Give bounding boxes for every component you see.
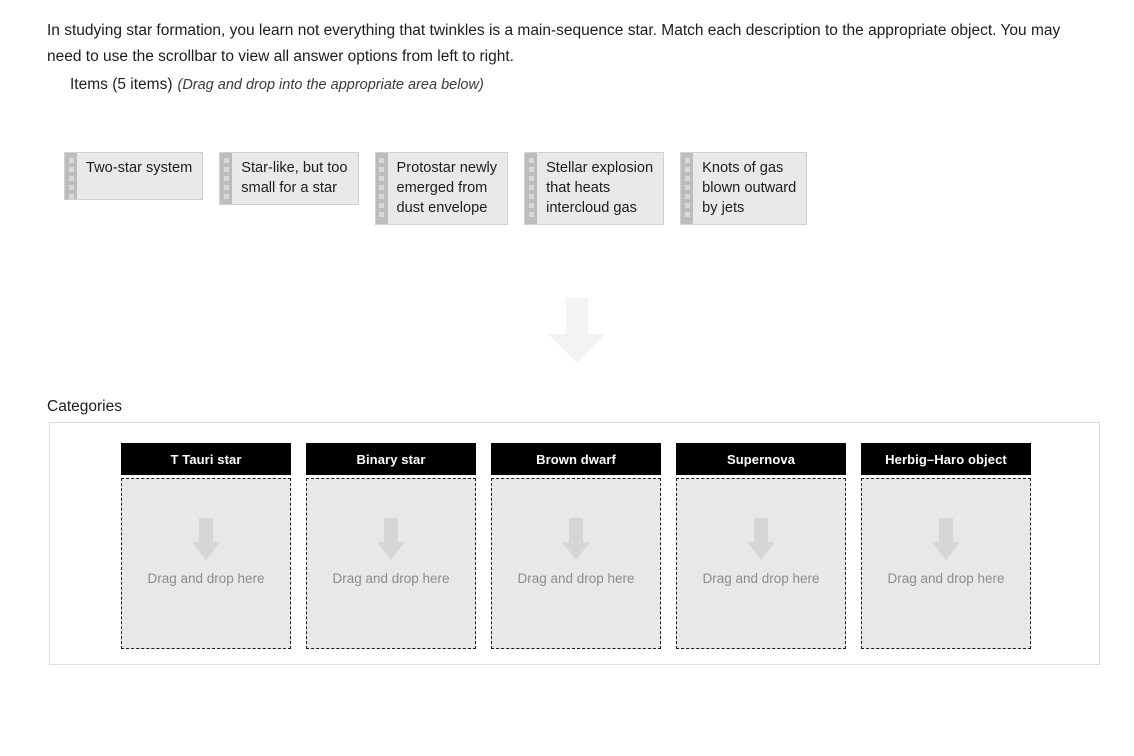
down-arrow-icon <box>548 298 606 363</box>
items-header: Items (5 items)(Drag and drop into the a… <box>70 74 484 96</box>
category-title: Herbig–Haro object <box>861 443 1031 475</box>
dropzone[interactable]: Drag and drop here <box>306 478 476 649</box>
drag-item-label: Stellar explosion that heats intercloud … <box>546 160 654 216</box>
category-row: T Tauri star Drag and drop here Binary s… <box>121 443 1031 649</box>
drag-item-label: Protostar newly emerged from dust envelo… <box>396 160 498 216</box>
drag-handle-icon[interactable] <box>681 153 694 224</box>
question-prompt: In studying star formation, you learn no… <box>47 22 1061 65</box>
dropzone-placeholder: Drag and drop here <box>887 571 1005 586</box>
down-arrow-icon <box>741 518 781 560</box>
drag-item[interactable]: Knots of gas blown outward by jets <box>680 152 808 225</box>
drag-item[interactable]: Two-star system <box>64 152 204 200</box>
categories-label: Categories <box>47 398 122 415</box>
category-column-supernova: Supernova Drag and drop here <box>676 443 846 649</box>
drag-item-label: Two-star system <box>86 160 193 176</box>
down-arrow-icon <box>556 518 596 560</box>
down-arrow-icon <box>371 518 411 560</box>
category-column-herbig-haro-object: Herbig–Haro object Drag and drop here <box>861 443 1031 649</box>
drag-handle-icon[interactable] <box>65 153 77 199</box>
category-column-t-tauri-star: T Tauri star Drag and drop here <box>121 443 291 649</box>
dropzone[interactable]: Drag and drop here <box>121 478 291 649</box>
drag-handle-icon[interactable] <box>525 153 538 224</box>
category-column-brown-dwarf: Brown dwarf Drag and drop here <box>491 443 661 649</box>
dropzone[interactable]: Drag and drop here <box>676 478 846 649</box>
category-title: T Tauri star <box>121 443 291 475</box>
categories-container: T Tauri star Drag and drop here Binary s… <box>49 422 1100 665</box>
dropzone-placeholder: Drag and drop here <box>332 571 450 586</box>
drag-handle-icon[interactable] <box>220 153 233 204</box>
dropzone[interactable]: Drag and drop here <box>491 478 661 649</box>
drag-item-label: Knots of gas blown outward by jets <box>702 160 797 216</box>
category-column-binary-star: Binary star Drag and drop here <box>306 443 476 649</box>
drag-item[interactable]: Star-like, but too small for a star <box>219 152 359 205</box>
drag-handle-icon[interactable] <box>375 153 388 224</box>
dropzone-placeholder: Drag and drop here <box>147 571 265 586</box>
drag-item[interactable]: Stellar explosion that heats intercloud … <box>524 152 665 225</box>
dropzone[interactable]: Drag and drop here <box>861 478 1031 649</box>
dropzone-placeholder: Drag and drop here <box>702 571 820 586</box>
category-title: Binary star <box>306 443 476 475</box>
down-arrow-icon <box>926 518 966 560</box>
drag-item-label: Star-like, but too small for a star <box>241 160 348 196</box>
category-title: Supernova <box>676 443 846 475</box>
item-bank: Two-star system Star-like, but too small… <box>64 152 808 225</box>
category-title: Brown dwarf <box>491 443 661 475</box>
down-arrow-icon <box>186 518 226 560</box>
drag-item[interactable]: Protostar newly emerged from dust envelo… <box>374 152 509 225</box>
items-instruction-hint: (Drag and drop into the appropriate area… <box>177 77 484 93</box>
dropzone-placeholder: Drag and drop here <box>517 571 635 586</box>
items-count-label: Items (5 items) <box>70 76 173 93</box>
